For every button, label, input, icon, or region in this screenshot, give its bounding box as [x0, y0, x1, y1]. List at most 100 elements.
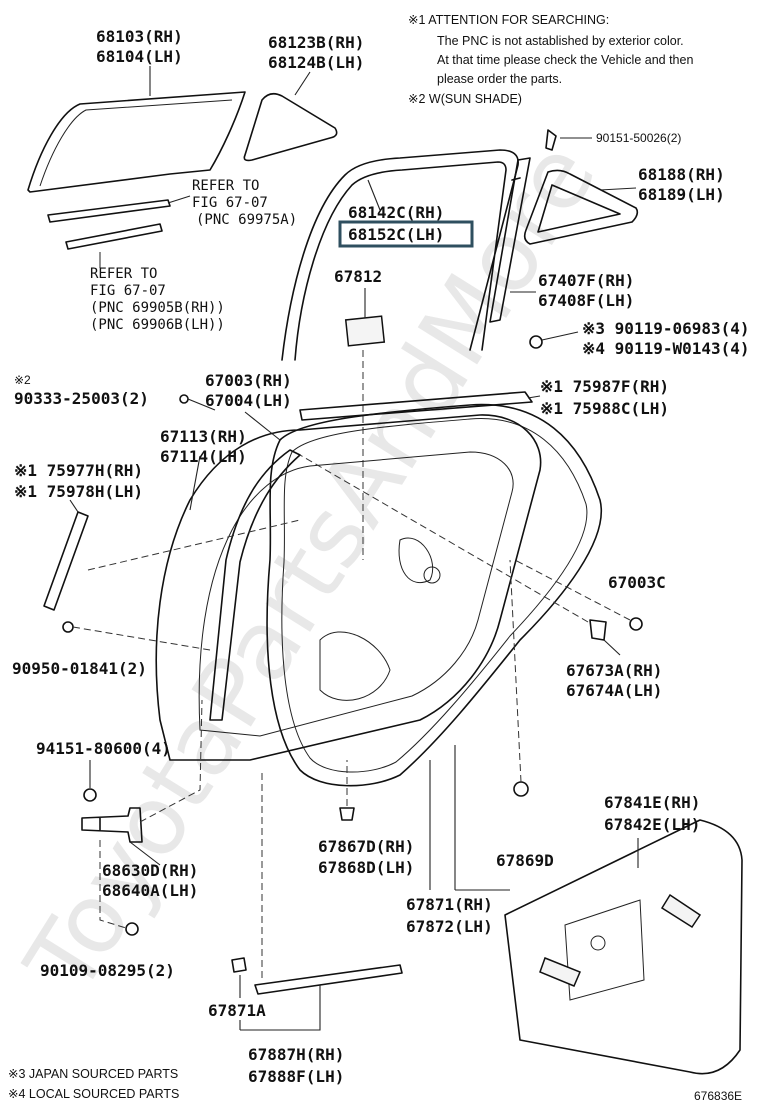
bolt-90119[interactable]	[529, 335, 543, 349]
part-labels: 68103(RH) 68104(LH) 68123B(RH) 68124B(LH…	[12, 27, 750, 1086]
label-67003c[interactable]: 67003C	[608, 573, 666, 592]
sunshade-note: ※2 W(SUN SHADE)	[408, 92, 522, 106]
label-90109[interactable]: 90109-08295(2)	[40, 961, 175, 980]
label-68103[interactable]: 68103(RH)	[96, 27, 183, 46]
label-67872[interactable]: 67872(LH)	[406, 917, 493, 936]
label-67674a[interactable]: 67674A(LH)	[566, 681, 662, 700]
clip-67867d[interactable]	[339, 807, 355, 821]
refer1-line1: REFER TO	[192, 178, 259, 194]
lead-67003	[244, 411, 281, 441]
label-67004[interactable]: 67004(LH)	[205, 391, 292, 410]
division-bar-shape[interactable]	[489, 157, 531, 323]
quarter-glass-shape[interactable]	[243, 92, 338, 162]
label-67408f[interactable]: 67408F(LH)	[538, 291, 634, 310]
clip-90333[interactable]	[179, 394, 189, 404]
label-67888f[interactable]: 67888F(LH)	[248, 1067, 344, 1086]
inner-weatherstrip-strip[interactable]	[65, 223, 163, 250]
door-weatherstrip-loop[interactable]	[266, 403, 603, 787]
refer1-line2: FIG 67-07	[192, 195, 268, 211]
bolt-94151[interactable]	[83, 788, 97, 802]
label-67113[interactable]: 67113(RH)	[160, 427, 247, 446]
clip-90950[interactable]	[62, 621, 74, 633]
label-67841e[interactable]: 67841E(RH)	[604, 793, 700, 812]
hole-cover-tab-2	[660, 893, 702, 929]
hole-cover-window	[564, 899, 645, 1001]
door-glass-inner-line	[39, 99, 233, 187]
door-panel-hole	[423, 566, 441, 584]
label-67842e[interactable]: 67842E(LH)	[604, 815, 700, 834]
label-90119-w0143[interactable]: ※4 90119-W0143(4)	[582, 339, 750, 358]
label-94151[interactable]: 94151-80600(4)	[36, 739, 171, 758]
label-68123b[interactable]: 68123B(RH)	[268, 33, 364, 52]
label-67887h[interactable]: 67887H(RH)	[248, 1045, 344, 1064]
label-68142c[interactable]: 68142C(RH)	[348, 203, 444, 222]
figure-code: 676836E	[694, 1089, 742, 1103]
glass-run-shape[interactable]	[281, 149, 519, 361]
label-75988c[interactable]: ※1 75988C(LH)	[540, 399, 669, 418]
refer2-line3: (PNC 69905B(RH))	[90, 300, 225, 316]
cushion-dash	[299, 454, 589, 623]
label-67812[interactable]: 67812	[334, 267, 382, 286]
label-68188[interactable]: 68188(RH)	[638, 165, 725, 184]
door-check-dash	[139, 699, 203, 823]
door-panel-shape[interactable]	[155, 414, 542, 761]
label-90333[interactable]: 90333-25003(2)	[14, 389, 149, 408]
label-75978h[interactable]: ※1 75978H(LH)	[14, 482, 143, 501]
leader-lines	[69, 66, 637, 891]
label-68152c[interactable]: 68152C(LH)	[348, 225, 444, 244]
lead-75977h	[69, 499, 79, 513]
refer2-line1: REFER TO	[90, 266, 157, 282]
label-67003[interactable]: 67003(RH)	[205, 371, 292, 390]
belt-moulding-shape[interactable]	[299, 391, 533, 421]
clip-67869d-dash	[509, 559, 522, 783]
label-90119-06983[interactable]: ※3 90119-06983(4)	[582, 319, 750, 338]
clip-67003c[interactable]	[629, 617, 643, 631]
label-68189[interactable]: 68189(LH)	[638, 185, 725, 204]
clip-67869d[interactable]	[513, 781, 529, 797]
retainer-block[interactable]	[344, 315, 386, 347]
label-75977h[interactable]: ※1 75977H(RH)	[14, 461, 143, 480]
japan-sourced-note: ※3 JAPAN SOURCED PARTS	[8, 1067, 178, 1081]
screw-90151[interactable]	[545, 129, 557, 151]
bolt-90119-lead	[541, 331, 579, 341]
door-panel-cutout-1	[319, 631, 391, 701]
label-68640a[interactable]: 68640A(LH)	[102, 881, 198, 900]
weatherstrip-lead-1	[167, 195, 191, 204]
label-68630d[interactable]: 68630D(RH)	[102, 861, 198, 880]
lead-67673a	[603, 639, 621, 656]
label-67673a[interactable]: 67673A(RH)	[566, 661, 662, 680]
label-67867d[interactable]: 67867D(RH)	[318, 837, 414, 856]
lead-68188	[599, 187, 637, 191]
bolt-90109[interactable]	[125, 922, 139, 936]
rocker-moulding-shape[interactable]	[254, 964, 403, 995]
quarter-window-shape[interactable]	[523, 169, 639, 245]
label-67407f[interactable]: 67407F(RH)	[538, 271, 634, 290]
label-67868d[interactable]: 67868D(LH)	[318, 858, 414, 877]
label-67871[interactable]: 67871(RH)	[406, 895, 493, 914]
lead-68142c	[367, 179, 381, 211]
attention-note: ※1 ATTENTION FOR SEARCHING: The PNC is n…	[408, 13, 693, 106]
label-68104[interactable]: 68104(LH)	[96, 47, 183, 66]
label-90950[interactable]: 90950-01841(2)	[12, 659, 147, 678]
door-glass-shape[interactable]	[27, 91, 246, 193]
refer2-line2: FIG 67-07	[90, 283, 166, 299]
cushion-67673a[interactable]	[589, 619, 607, 641]
hole-cover-shape[interactable]	[504, 819, 743, 1075]
lead-67887h	[239, 985, 321, 1031]
pillar-garnish-shape[interactable]	[43, 511, 89, 611]
label-75987f[interactable]: ※1 75987F(RH)	[540, 377, 669, 396]
clip-67871a[interactable]	[231, 957, 247, 973]
bolt-90109-dash	[99, 840, 127, 929]
label-90151[interactable]: 90151-50026(2)	[596, 131, 681, 145]
door-panel-inner-1	[198, 451, 514, 737]
label-67871a[interactable]: 67871A	[208, 1001, 266, 1020]
label-67114[interactable]: 67114(LH)	[160, 447, 247, 466]
garnish-dash	[87, 519, 301, 571]
label-67869d[interactable]: 67869D	[496, 851, 554, 870]
door-check-shape[interactable]	[81, 807, 143, 843]
outer-weatherstrip-strip[interactable]	[47, 199, 171, 223]
watermark: ToyotaPartsAndMore	[4, 123, 618, 1013]
label-68124b[interactable]: 68124B(LH)	[268, 53, 364, 72]
refer1-line3: (PNC 69975A)	[196, 212, 297, 228]
